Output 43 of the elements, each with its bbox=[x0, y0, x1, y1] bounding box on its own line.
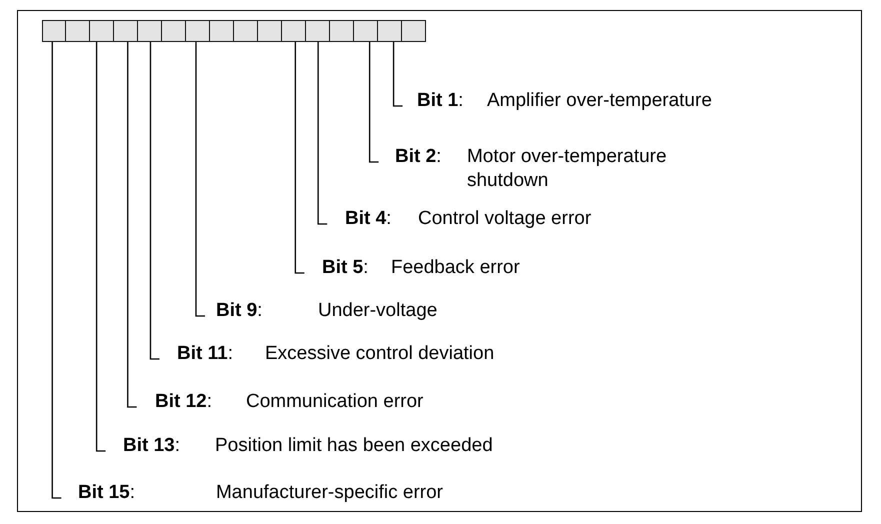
leader-line bbox=[52, 42, 62, 499]
leader-line bbox=[96, 42, 106, 452]
bit-cell bbox=[42, 20, 67, 42]
bit-cell bbox=[328, 20, 354, 42]
bit-label: Bit 4: bbox=[344, 207, 392, 231]
bit-cell bbox=[233, 20, 258, 42]
bit-description: Communication error bbox=[246, 390, 424, 414]
bit-label: Bit 5: bbox=[322, 256, 368, 280]
bit-label: Bit 9: bbox=[216, 299, 262, 323]
leader-line bbox=[127, 42, 137, 408]
bit-cell bbox=[65, 20, 91, 42]
leader-line bbox=[294, 42, 304, 274]
bit-description: Excessive control deviation bbox=[264, 342, 496, 366]
bit-cell bbox=[376, 20, 402, 42]
bit-description: Position limit has been exceeded bbox=[214, 434, 494, 458]
bit-description: Motor over-temperature shutdown bbox=[466, 145, 667, 193]
leader-line bbox=[317, 42, 328, 225]
bit-cell bbox=[161, 20, 186, 42]
bit-cell bbox=[185, 20, 210, 42]
bit-label: Bit 12: bbox=[154, 390, 212, 414]
bit-label: Bit 1: bbox=[416, 89, 464, 113]
leader-line bbox=[195, 42, 205, 317]
leader-line bbox=[392, 42, 403, 107]
bit-description: Under-voltage bbox=[318, 299, 438, 323]
bit-description: Feedback error bbox=[390, 256, 521, 280]
bit-cell bbox=[304, 20, 330, 42]
bit-label: Bit 2: bbox=[394, 145, 442, 169]
bit-cell bbox=[89, 20, 115, 42]
bit-label: Bit 11: bbox=[176, 342, 233, 366]
bit-cell bbox=[257, 20, 282, 42]
leader-line bbox=[150, 42, 160, 360]
bit-cell bbox=[209, 20, 234, 42]
bit-description: Control voltage error bbox=[418, 207, 592, 231]
bit-cell bbox=[352, 20, 378, 42]
bit-cell bbox=[137, 20, 162, 42]
bit-description: Amplifier over-temperature bbox=[486, 89, 713, 113]
leader-line bbox=[368, 42, 379, 163]
bit-label: Bit 13: bbox=[122, 434, 180, 458]
bit-cell bbox=[113, 20, 138, 42]
bit-cell bbox=[281, 20, 306, 42]
bit-cell bbox=[400, 20, 426, 42]
bit-description: Manufacturer-specific error bbox=[216, 481, 444, 505]
bit-label: Bit 15: bbox=[78, 481, 136, 505]
